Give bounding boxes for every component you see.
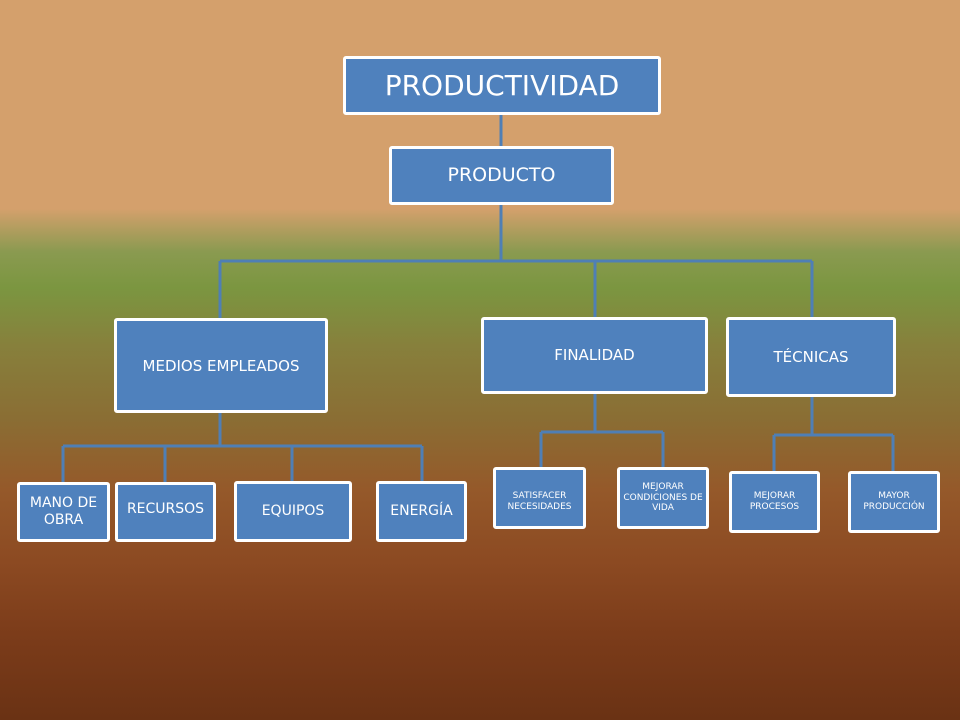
node-label: ENERGÍA	[390, 503, 453, 520]
node-label: PRODUCTIVIDAD	[384, 68, 620, 102]
node-tecnicas: TÉCNICAS	[726, 317, 896, 397]
node-label: TÉCNICAS	[773, 348, 849, 366]
node-label: MEJORAR CONDICIONES DE VIDA	[623, 481, 703, 514]
node-energia: ENERGÍA	[376, 481, 467, 542]
node-mano-de-obra: MANO DE OBRA	[17, 482, 110, 542]
node-label: MEJORAR PROCESOS	[749, 491, 800, 512]
node-label: EQUIPOS	[261, 503, 325, 520]
node-label: SATISFACER NECESIDADES	[507, 491, 572, 512]
node-label: MEDIOS EMPLEADOS	[142, 356, 300, 375]
node-recursos: RECURSOS	[115, 482, 216, 542]
node-mejorar-procesos: MEJORAR PROCESOS	[729, 471, 820, 533]
node-label: PRODUCTO	[447, 164, 556, 187]
node-producto: PRODUCTO	[389, 146, 614, 205]
node-finalidad: FINALIDAD	[481, 317, 708, 394]
node-productividad: PRODUCTIVIDAD	[343, 56, 661, 115]
node-mejorar-condiciones-de-vida: MEJORAR CONDICIONES DE VIDA	[617, 467, 709, 529]
node-equipos: EQUIPOS	[234, 481, 352, 542]
node-label: MANO DE OBRA	[29, 495, 98, 528]
node-satisfacer-necesidades: SATISFACER NECESIDADES	[493, 467, 586, 529]
node-label: MAYOR PRODUCCIÓN	[863, 491, 925, 512]
node-mayor-produccion: MAYOR PRODUCCIÓN	[848, 471, 940, 533]
node-medios-empleados: MEDIOS EMPLEADOS	[114, 318, 328, 413]
node-label: RECURSOS	[126, 501, 205, 517]
node-label: FINALIDAD	[554, 346, 635, 364]
